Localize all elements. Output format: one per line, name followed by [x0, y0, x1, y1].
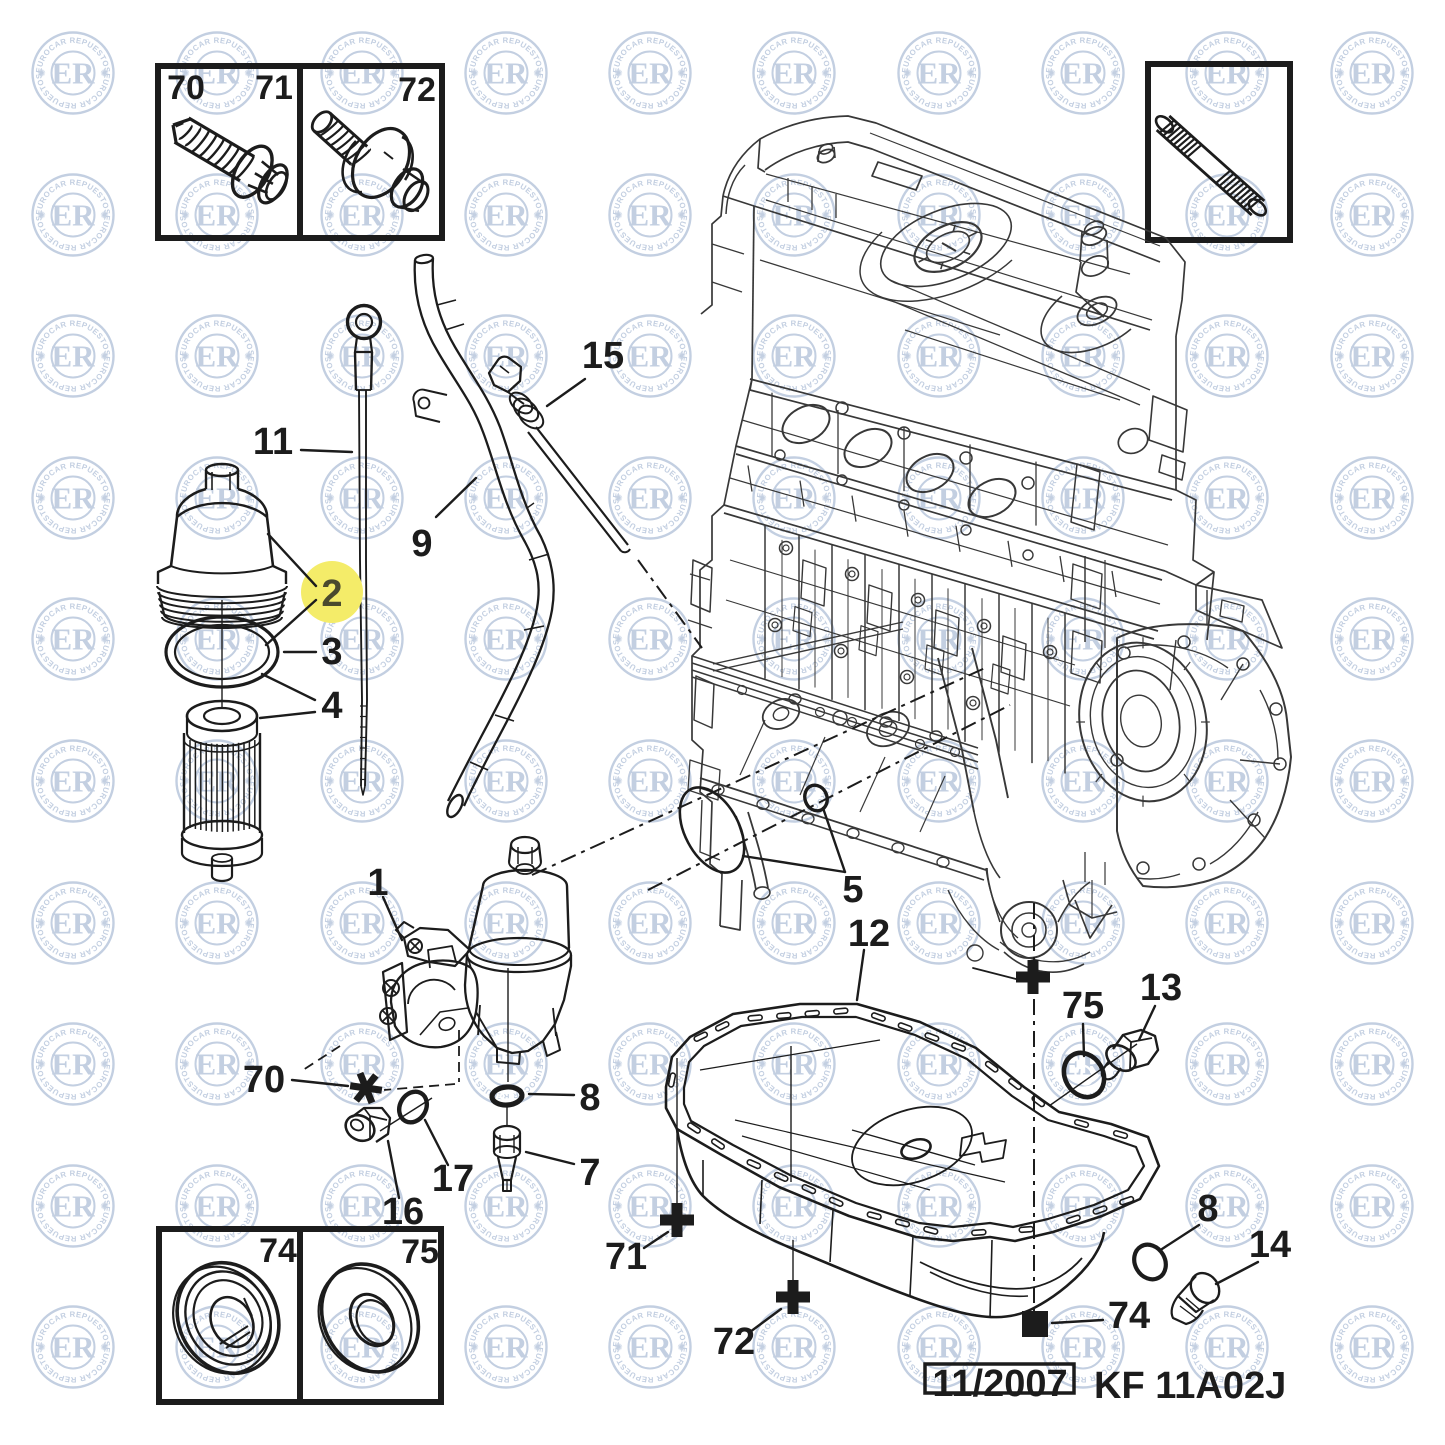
svg-text:8: 8 — [579, 1077, 600, 1119]
svg-text:13: 13 — [1140, 967, 1182, 1009]
svg-text:3: 3 — [321, 631, 342, 673]
svg-text:75: 75 — [401, 1233, 439, 1271]
svg-text:72: 72 — [398, 71, 436, 109]
svg-text:74: 74 — [1108, 1295, 1150, 1337]
svg-text:9: 9 — [411, 523, 432, 565]
svg-text:11: 11 — [253, 421, 293, 463]
svg-text:70: 70 — [243, 1059, 285, 1101]
svg-text:1: 1 — [367, 862, 388, 904]
svg-text:14: 14 — [1249, 1224, 1291, 1266]
svg-text:4: 4 — [321, 685, 342, 727]
svg-text:17: 17 — [432, 1158, 474, 1200]
svg-text:70: 70 — [167, 69, 205, 107]
svg-text:11/2007: 11/2007 — [932, 1363, 1067, 1405]
svg-text:74: 74 — [259, 1232, 297, 1270]
svg-text:71: 71 — [255, 69, 293, 107]
svg-text:71: 71 — [605, 1236, 647, 1278]
svg-text:12: 12 — [848, 913, 890, 955]
svg-text:16: 16 — [382, 1191, 424, 1233]
svg-text:72: 72 — [713, 1321, 755, 1363]
svg-text:75: 75 — [1062, 985, 1104, 1027]
svg-text:KF 11A02J: KF 11A02J — [1094, 1365, 1286, 1407]
svg-text:2: 2 — [321, 573, 342, 615]
svg-text:15: 15 — [582, 335, 624, 377]
svg-text:8: 8 — [1197, 1188, 1218, 1230]
svg-text:7: 7 — [579, 1152, 600, 1194]
svg-text:5: 5 — [842, 869, 863, 911]
